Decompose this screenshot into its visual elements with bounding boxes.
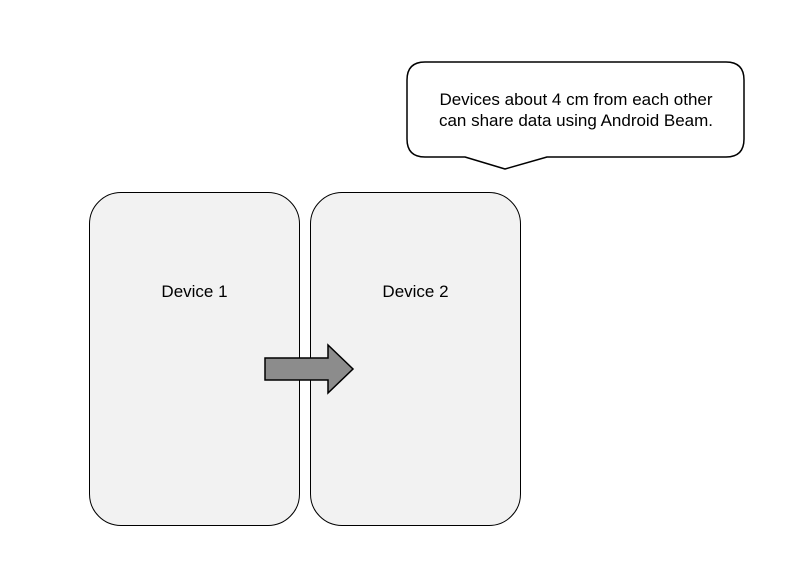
callout-bubble [406, 61, 745, 170]
transfer-arrow-icon [264, 343, 355, 395]
callout-text: Devices about 4 cm from each other can s… [407, 89, 745, 131]
callout-line-2: can share data using Android Beam. [438, 111, 714, 130]
device-1-label: Device 1 [161, 282, 228, 301]
device-2-label: Device 2 [382, 282, 449, 301]
callout-line-1: Devices about 4 cm from each other [439, 90, 713, 109]
